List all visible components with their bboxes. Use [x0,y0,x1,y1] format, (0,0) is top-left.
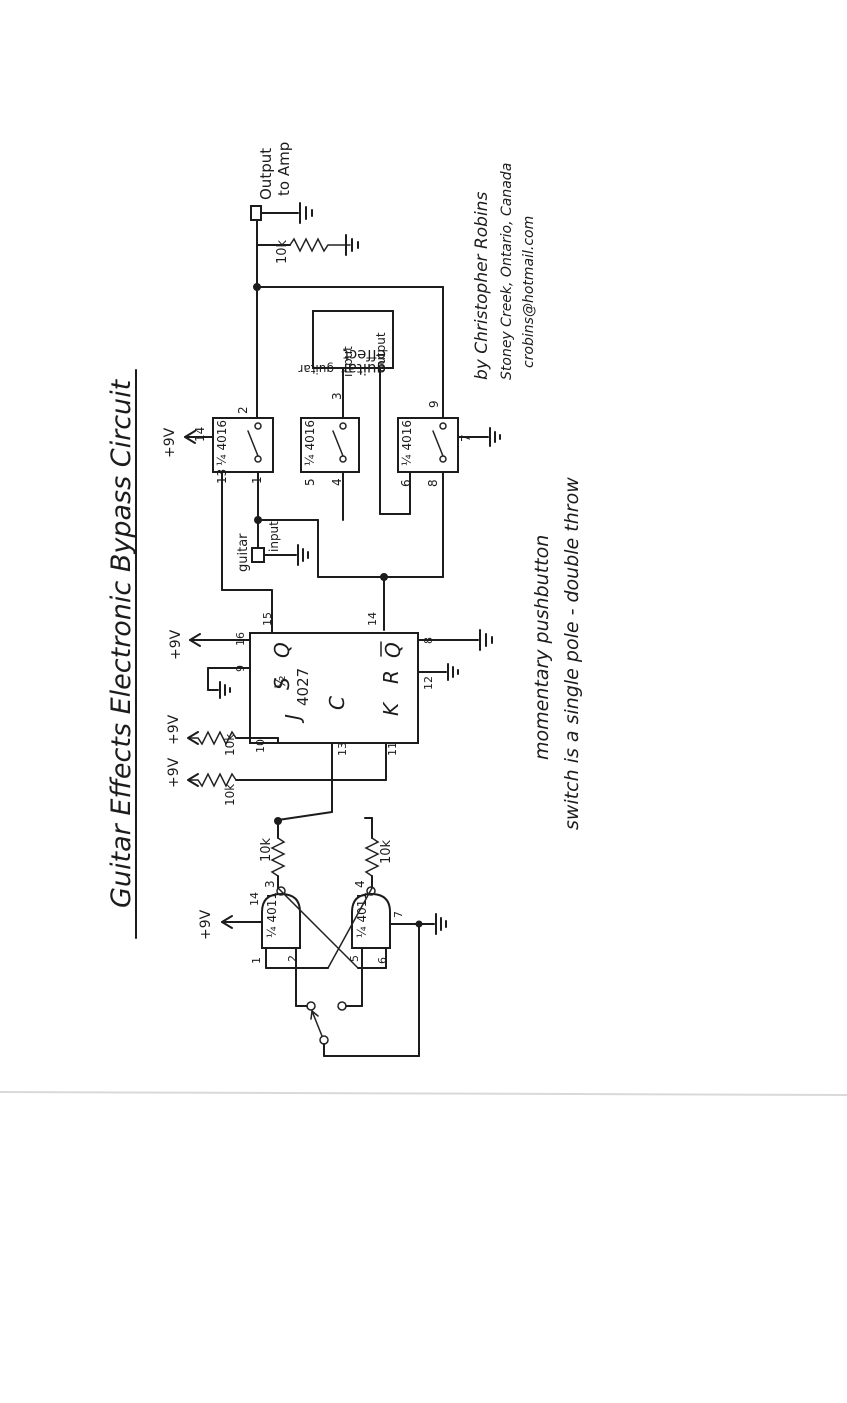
v-4027-label: +9V [168,629,184,660]
switch-note-line2: momentary pushbutton [531,535,553,760]
svg-text:8: 8 [426,479,440,487]
svg-text:J: J [281,714,305,724]
svg-text:7: 7 [459,434,473,442]
switch-4016-c: ¼ 4016 6 8 9 7 [397,400,501,487]
v-k-label: +9V [166,757,182,788]
svg-text:4027: 4027 [294,668,312,706]
svg-text:S: S [270,677,294,690]
guitar-jack-icon [251,547,265,563]
svg-text:5: 5 [348,955,361,962]
svg-text:K: K [379,701,403,716]
switch-4016-b: ¼ 4016 5 4 3 [300,392,360,486]
title-block: Guitar Effects Electronic Bypass Circuit [106,378,137,908]
svg-text:12: 12 [422,676,435,690]
power-arrow-icon [187,773,199,787]
r-out-label: 10k [275,239,290,264]
svg-text:6: 6 [376,957,389,964]
effect-label-line2: effect [343,346,386,364]
svg-text:1: 1 [250,957,263,964]
credit-location: Stoney Creek, Ontario, Canada [499,163,515,380]
svg-text:¼ 4016: ¼ 4016 [303,420,317,466]
svg-text:¼ 4011: ¼ 4011 [265,892,279,938]
power-arrow-icon [189,633,201,647]
svg-text:¼ 4016: ¼ 4016 [215,420,229,466]
svg-text:13: 13 [336,742,349,756]
svg-text:15: 15 [261,612,274,626]
effect-input-label: input [341,346,355,377]
svg-text:6: 6 [399,479,413,487]
svg-text:3: 3 [263,880,277,888]
switch-note-line1: switch is a single pole - double throw [561,477,583,830]
page-fold-line [0,1091,847,1096]
svg-text:C: C [325,696,349,710]
nand1-resistor [270,837,286,877]
switch-4016-a: ¼ 4016 13 1 2 14 [193,406,274,484]
credit-email: crobins@hotmail.com [521,216,537,368]
r-n1-label: 10k [259,837,274,862]
cross-couple-wire [277,887,359,969]
input-label: input [267,521,281,552]
svg-text:14: 14 [366,612,379,626]
svg-text:Q: Q [270,642,294,658]
nand-gate-2: ¼ 4011 4 5 6 7 [348,880,405,964]
guitar-label: guitar [236,533,251,572]
note-block: switch is a single pole - double throw m… [531,477,583,830]
effect-label-faint: guitar [298,362,334,376]
junction-dot [253,283,261,291]
v-4011-label: +9V [198,909,214,940]
effect-label-line1: guitar [341,360,386,378]
svg-text:4: 4 [330,478,344,486]
svg-text:3: 3 [330,392,344,400]
svg-text:½: ½ [273,675,289,689]
r-k-label: 10k [223,784,237,806]
svg-text:Output: Output [257,148,275,200]
svg-text:10: 10 [254,739,267,753]
v-4016-label: +9V [162,427,178,458]
credit-block: by Christopher Robins Stoney Creek, Onta… [472,163,537,380]
svg-text:7: 7 [392,911,405,918]
svg-text:14: 14 [248,892,261,906]
output-label: Output to Amp [257,142,293,200]
page-title: Guitar Effects Electronic Bypass Circuit [106,378,137,908]
power-arrow-icon [184,430,196,444]
svg-text:5: 5 [303,478,317,486]
svg-text:¼ 4011: ¼ 4011 [355,892,369,938]
svg-text:14: 14 [193,427,207,442]
effect-box [312,310,394,369]
v-j-label: +9V [166,714,182,745]
power-arrow-icon [221,915,233,929]
credit-author: by Christopher Robins [472,192,492,380]
svg-text:¼ 4016: ¼ 4016 [400,420,414,466]
j-pullup-resistor [187,730,237,746]
pushbutton-switch-icon [306,1001,347,1045]
svg-text:2: 2 [236,406,250,414]
output-resistor [289,237,351,253]
svg-text:9: 9 [427,400,441,408]
k-pullup-resistor [187,772,237,788]
svg-text:to Amp: to Amp [275,142,293,196]
svg-text:11: 11 [386,742,399,756]
svg-text:Q: Q [381,642,405,658]
svg-text:4: 4 [353,880,367,888]
output-jack-icon [250,205,262,221]
nand2-resistor [364,837,380,877]
power-arrow-icon [187,731,199,745]
nand-gate-1: ¼ 4011 3 1 2 14 [248,880,301,964]
svg-text:R: R [379,670,403,684]
r-j-label: 10k [223,734,237,756]
effect-output-label: output [374,332,388,372]
flipflop-4027: Q S J ½ 4027 C R K Q 16 15 9 10 13 11 12… [234,612,435,756]
svg-text:2: 2 [286,955,299,962]
r-n2-label: 10k [379,839,394,864]
